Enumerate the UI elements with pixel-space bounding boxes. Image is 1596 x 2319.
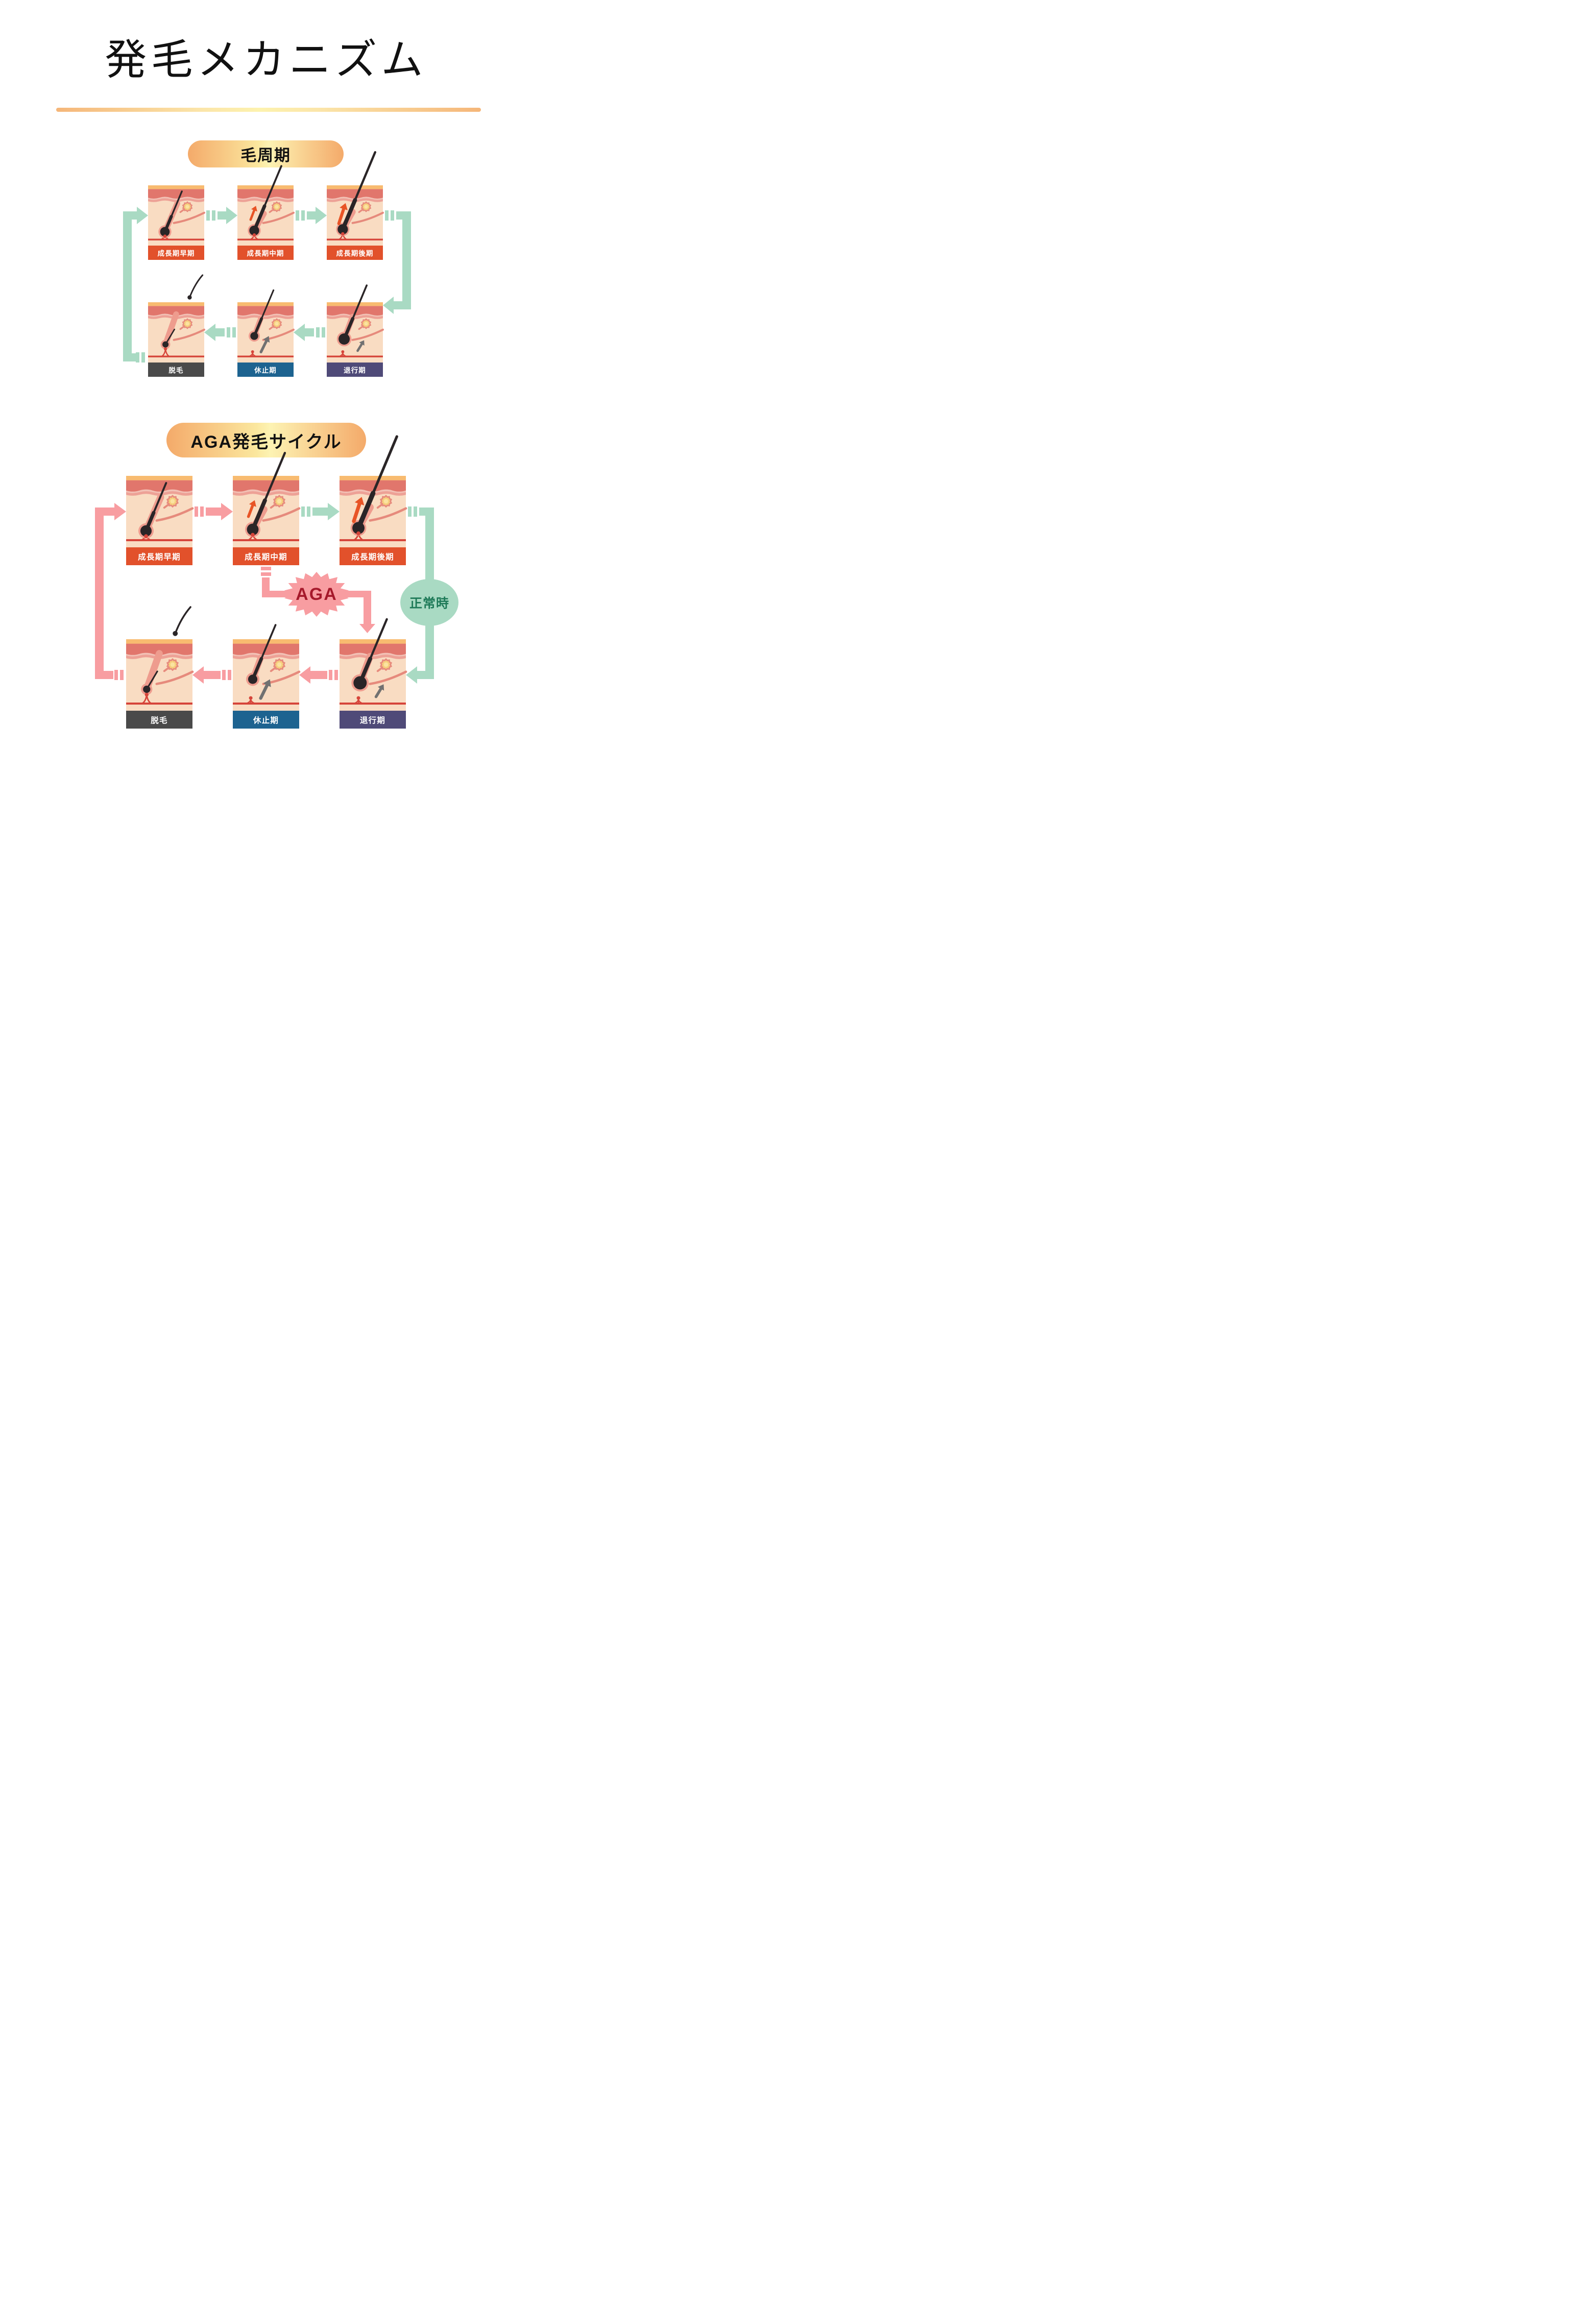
panel-aga_cycle-shedding: 脱毛	[126, 606, 194, 729]
panel-label: 脱毛	[148, 363, 204, 377]
panel-aga_cycle-growth-mid: 成長期中期	[233, 451, 301, 565]
panel-label: 休止期	[233, 711, 299, 729]
skin-illustration	[233, 624, 301, 711]
page-title: 発毛メカニズム	[105, 37, 427, 83]
skin-illustration	[340, 435, 407, 547]
panel-aga_cycle-growth-early: 成長期早期	[126, 476, 194, 565]
panel-hair_cycle-growth-mid: 成長期中期	[237, 165, 295, 260]
panel-label: 成長期早期	[148, 246, 204, 260]
infographic-root: 発毛メカニズム 毛周期 AGA発毛サイクル 成長期早期成長期中期成長期後期退行期…	[0, 0, 532, 773]
panel-aga_cycle-resting: 休止期	[233, 624, 301, 729]
divider-rule	[56, 108, 481, 112]
skin-illustration	[340, 618, 407, 711]
aga-burst: AGA	[281, 569, 352, 620]
aga-burst-label: AGA	[296, 584, 337, 604]
skin-illustration	[233, 451, 301, 547]
panel-label: 脱毛	[126, 711, 192, 729]
cycle-arrow-connectors	[95, 207, 434, 684]
panel-label: 休止期	[237, 363, 294, 377]
panel-label: 成長期後期	[340, 547, 406, 565]
skin-illustration	[126, 476, 194, 547]
skin-illustration	[327, 284, 384, 363]
panel-aga_cycle-regression: 退行期	[340, 618, 407, 729]
panel-hair_cycle-resting: 休止期	[237, 289, 295, 377]
skin-illustration	[148, 185, 205, 246]
panel-label: 退行期	[327, 363, 383, 377]
normal-state-label: 正常時	[409, 596, 449, 611]
starburst-icon	[284, 572, 349, 617]
normal-state-badge: 正常時	[400, 579, 458, 626]
panel-hair_cycle-growth-late: 成長期後期	[327, 151, 384, 260]
panel-label: 成長期後期	[327, 246, 383, 260]
skin-illustration	[327, 151, 384, 246]
skin-illustration	[148, 274, 205, 363]
panel-hair_cycle-shedding: 脱毛	[148, 274, 205, 377]
panel-aga_cycle-growth-late: 成長期後期	[340, 435, 407, 565]
badge-hair-cycle: 毛周期	[188, 140, 344, 167]
panel-label: 成長期中期	[237, 246, 294, 260]
panel-label: 退行期	[340, 711, 406, 729]
panel-label: 成長期早期	[126, 547, 192, 565]
panel-label: 成長期中期	[233, 547, 299, 565]
badge-aga-cycle: AGA発毛サイクル	[166, 423, 366, 457]
skin-illustration	[237, 165, 295, 246]
skin-illustration	[237, 289, 295, 363]
skin-illustration	[126, 606, 194, 711]
panel-hair_cycle-growth-early: 成長期早期	[148, 185, 205, 260]
panel-hair_cycle-regression: 退行期	[327, 284, 384, 377]
